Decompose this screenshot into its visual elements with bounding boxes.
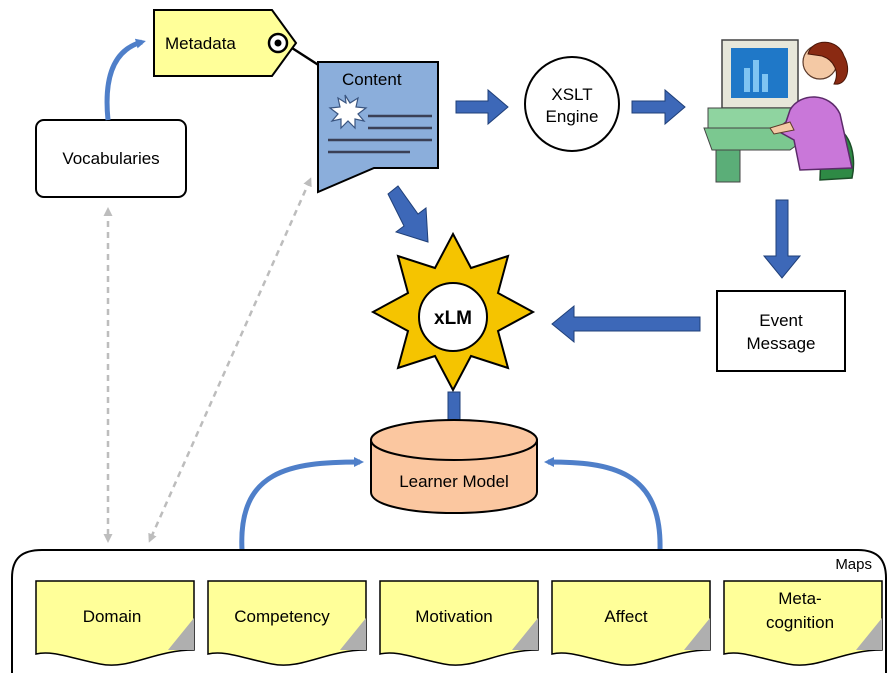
learner-model-label: Learner Model [399,472,509,491]
map-label-metacognition-line2: cognition [766,613,834,632]
burst-icon [328,94,368,130]
map-label-motivation: Motivation [415,607,492,626]
xlm-label: xLM [434,308,472,329]
event-label-line1: Event [759,311,803,330]
event-label-line2: Message [747,334,816,353]
tag-string [291,46,321,68]
map-label-metacognition-line1: Meta- [778,589,821,608]
event-message-node: Event Message [716,290,846,372]
xslt-label-line1: XSLT [551,85,592,104]
metadata-tag: Metadata [153,9,298,77]
content-label: Content [342,70,402,89]
content-document: Content [317,61,439,194]
map-item-affect: Affect [551,580,711,666]
event-to-xlm-arrow [551,304,701,344]
map-label-domain: Domain [83,607,142,626]
vocabularies-node: Vocabularies [35,119,187,198]
map-label-affect: Affect [604,607,647,626]
xlm-node: xLM [370,231,536,393]
maps-to-learner-right-arrow [544,457,663,551]
computer-user-icon [703,39,855,183]
maps-title: Maps [835,556,872,573]
maps-to-learner-left-arrow [239,457,364,551]
xslt-to-user-arrow [631,88,686,126]
user-to-event-arrow [762,199,802,279]
content-to-xlm-arrow [387,185,429,243]
vocabularies-to-metadata-arrow [104,38,146,121]
map-item-competency: Competency [207,580,367,666]
metadata-label: Metadata [165,34,236,53]
map-item-motivation: Motivation [379,580,539,666]
xslt-engine-node: XSLT Engine [524,56,620,152]
learner-model-node: Learner Model [370,419,538,514]
map-item-domain: Domain [35,580,195,666]
map-item-metacognition: Meta- cognition [723,580,883,666]
vocabularies-label: Vocabularies [62,149,159,168]
content-to-xslt-arrow [455,88,509,126]
xslt-label-line2: Engine [546,107,599,126]
map-label-competency: Competency [234,607,330,626]
content-maps-dashed-connector [148,177,312,543]
